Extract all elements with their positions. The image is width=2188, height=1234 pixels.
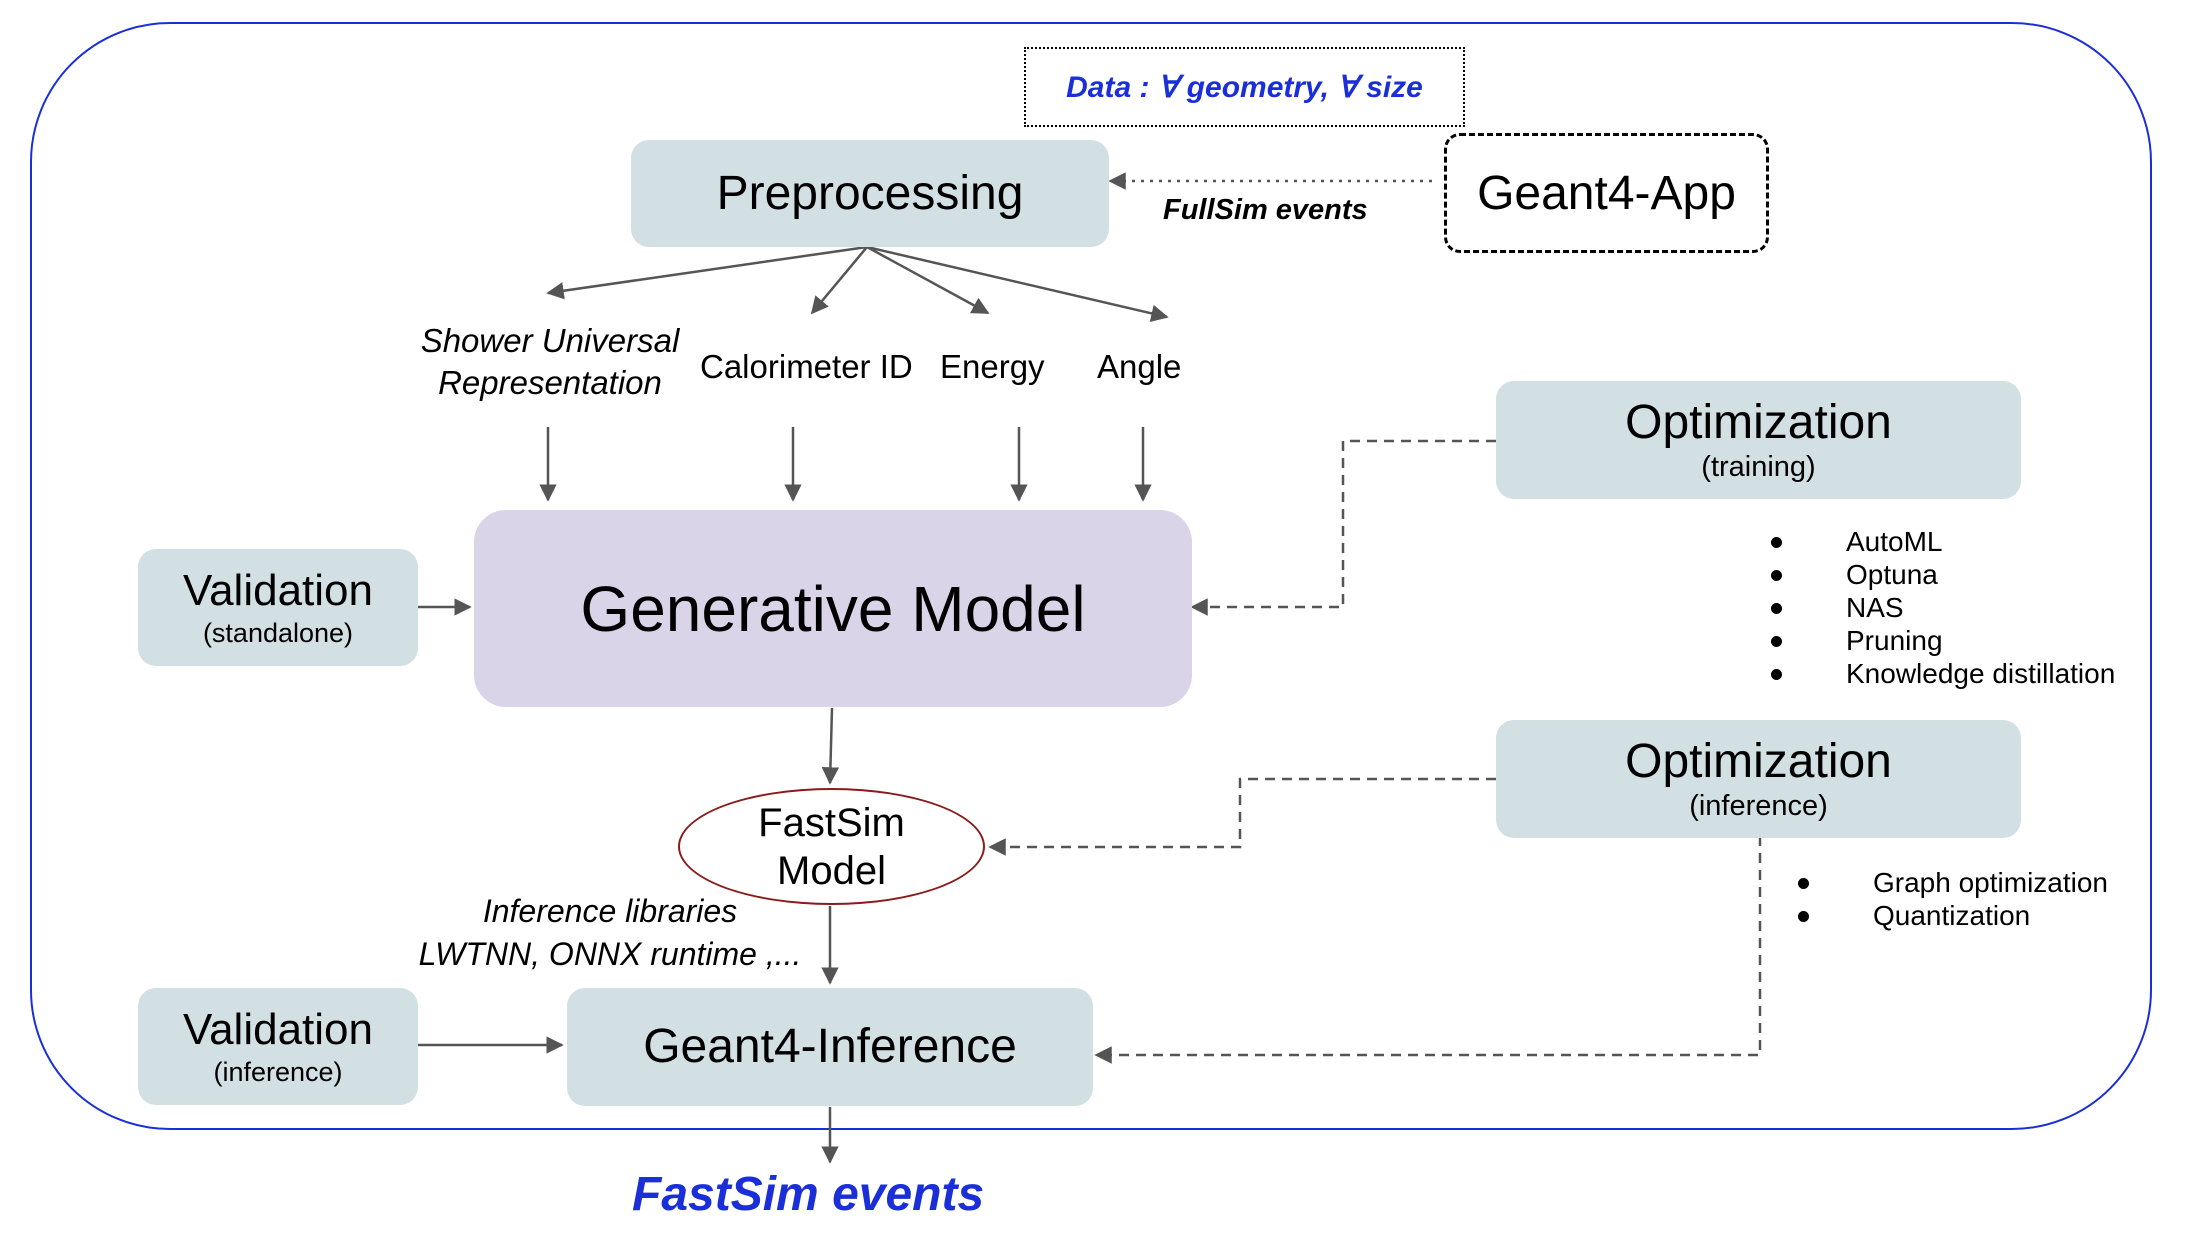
fastsim-model-line2: Model (777, 848, 886, 893)
optimization-training-subtitle: (training) (1701, 451, 1816, 484)
data-note: Data : ∀ geometry, ∀ size (1024, 47, 1465, 127)
fastsim-model-node: FastSim Model (678, 788, 985, 905)
list-item: AutoML (1771, 525, 2115, 558)
list-item: Optuna (1771, 558, 2115, 591)
bullet-icon (1798, 911, 1809, 922)
feature-energy: Energy (940, 348, 1045, 385)
bullet-icon (1771, 570, 1782, 581)
validation-standalone-node: Validation (standalone) (138, 549, 418, 666)
generative-model-node: Generative Model (474, 510, 1192, 707)
arrow-to-calorimeter (810, 246, 868, 315)
arrow-to-shower (546, 245, 868, 300)
list-item: Pruning (1771, 624, 2115, 657)
preprocessing-label: Preprocessing (716, 166, 1024, 220)
bullet-icon (1798, 878, 1809, 889)
validation-inference-title: Validation (183, 1005, 373, 1054)
data-note-text: Data : ∀ geometry, ∀ size (1066, 70, 1423, 104)
geant4-inference-label: Geant4-Inference (643, 1020, 1017, 1074)
feature-calorimeter-id: Calorimeter ID (700, 348, 913, 385)
arrow-to-energy (866, 245, 990, 315)
validation-inference-subtitle: (inference) (213, 1056, 343, 1087)
inference-libraries-line1: Inference libraries (482, 893, 738, 929)
optimization-inference-subtitle: (inference) (1689, 790, 1828, 823)
arrow-gen-fastsim (821, 707, 840, 785)
feature-shower-line2: Representation (438, 364, 662, 401)
inference-libraries-line2: LWTNN, ONNX runtime ,... (418, 936, 802, 972)
optimization-inference-title: Optimization (1625, 735, 1892, 788)
optimization-inference-node: Optimization (inference) (1496, 720, 2021, 838)
geant4-app-label: Geant4-App (1477, 166, 1736, 220)
outer-frame (30, 22, 2152, 1130)
preprocessing-node: Preprocessing (631, 140, 1109, 247)
generative-model-label: Generative Model (580, 572, 1086, 645)
bullet-icon (1771, 636, 1782, 647)
inference-libraries-label: Inference libraries LWTNN, ONNX runtime … (400, 890, 820, 976)
arrow-to-angle (866, 245, 1169, 322)
list-item: Graph optimization (1798, 866, 2108, 899)
optimization-training-node: Optimization (training) (1496, 381, 2021, 499)
feature-shower-universal: Shower Universal Representation (405, 320, 695, 404)
training-methods-list: AutoML Optuna NAS Pruning Knowledge dist… (1771, 525, 2115, 690)
validation-standalone-title: Validation (183, 566, 373, 615)
feature-shower-line1: Shower Universal (420, 322, 680, 359)
list-item: NAS (1771, 591, 2115, 624)
validation-inference-node: Validation (inference) (138, 988, 418, 1105)
validation-standalone-subtitle: (standalone) (202, 617, 354, 648)
optimization-training-title: Optimization (1625, 396, 1892, 449)
fullsim-events-label: FullSim events (1163, 194, 1368, 226)
arrow-opt-inference-fastsim (988, 777, 1496, 856)
fastsim-model-line1: FastSim (758, 800, 905, 845)
arrow-opt-training-gen (1190, 439, 1496, 616)
geant4-inference-node: Geant4-Inference (567, 988, 1093, 1106)
geant4-app-node: Geant4-App (1444, 133, 1769, 253)
feature-angle: Angle (1097, 348, 1182, 385)
list-item: Quantization (1798, 899, 2108, 932)
arrow-opt-inference-g4inf (1094, 836, 1762, 1064)
bullet-icon (1771, 537, 1782, 548)
bullet-icon (1771, 669, 1782, 680)
output-fastsim-events: FastSim events (632, 1168, 985, 1221)
inference-methods-list: Graph optimization Quantization (1798, 866, 2108, 932)
list-item: Knowledge distillation (1771, 657, 2115, 690)
bullet-icon (1771, 603, 1782, 614)
